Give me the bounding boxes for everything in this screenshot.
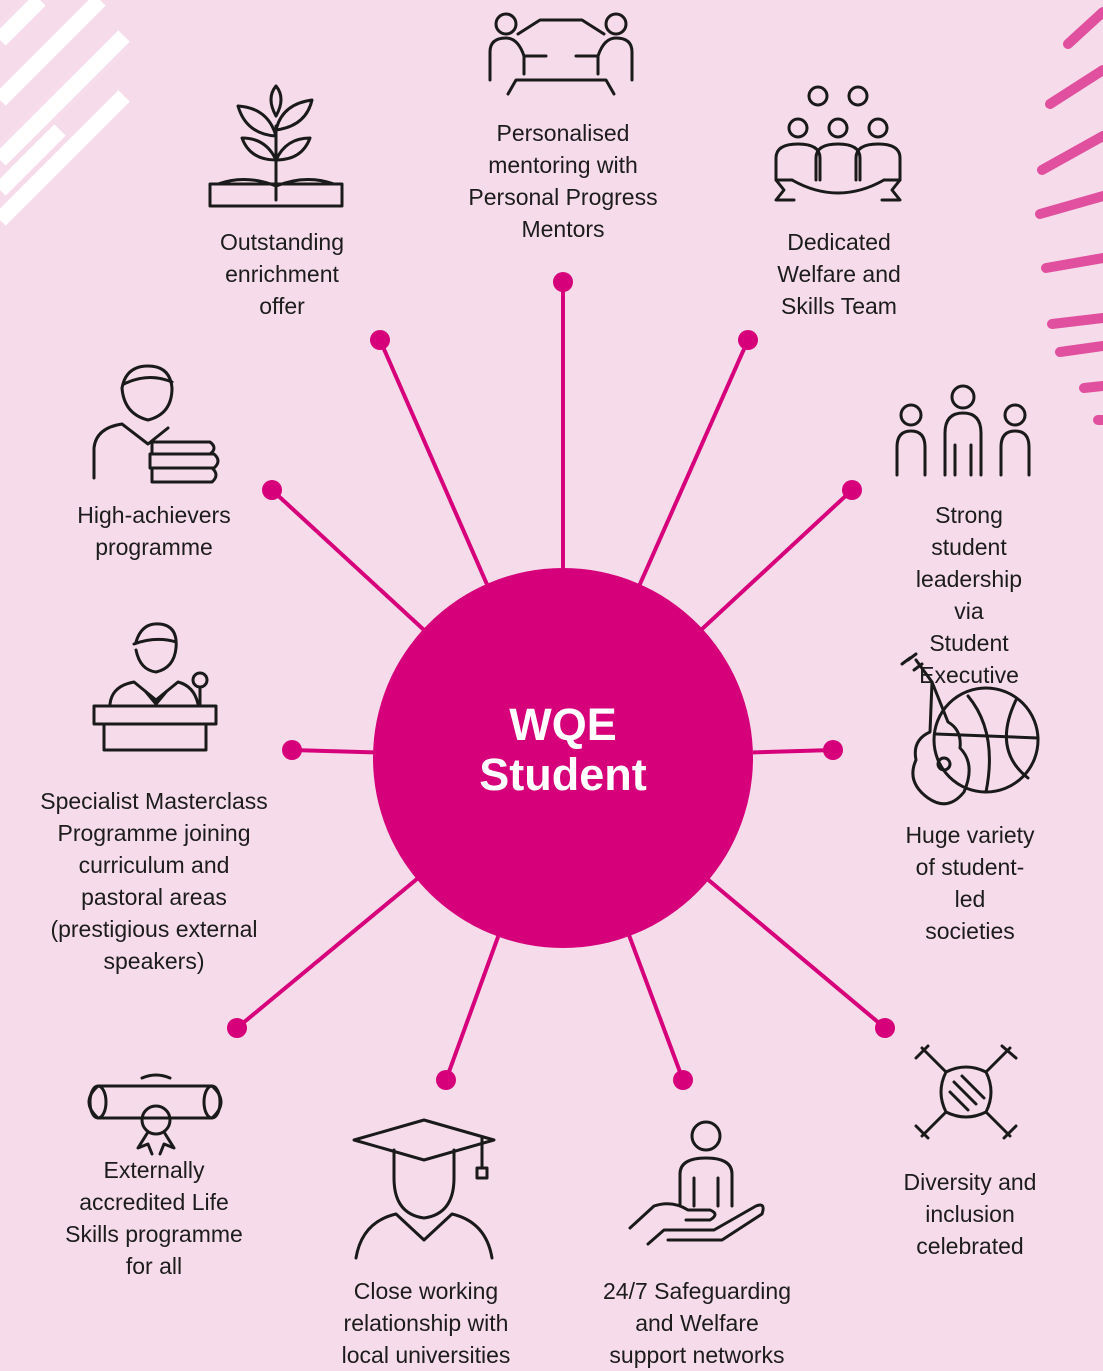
decorative-stroke — [1047, 313, 1103, 329]
spoke-end-dot — [553, 272, 573, 292]
label-welfare-team: Dedicated Welfare and Skills Team — [777, 229, 901, 319]
label-safeguarding: 24/7 Safeguarding and Welfare support ne… — [603, 1278, 791, 1368]
decorative-stripe — [0, 0, 106, 106]
label-masterclass: Specialist Masterclass Programme joining… — [40, 788, 268, 974]
spoke-end-dot — [436, 1070, 456, 1090]
decorative-stroke — [1037, 131, 1103, 175]
joined-hands-icon — [914, 1044, 1018, 1140]
mentoring-icon — [488, 12, 634, 96]
label-diversity: Diversity and inclusion celebrated — [903, 1169, 1037, 1259]
graduate-icon — [352, 1118, 496, 1260]
certificate-scroll-icon — [87, 1073, 223, 1156]
decorative-stroke — [1035, 191, 1103, 219]
spoke-end-dot — [262, 480, 282, 500]
decorative-stroke — [1055, 341, 1103, 357]
label-high-achievers: High-achievers programme — [77, 502, 231, 560]
speaker-podium-icon — [92, 622, 218, 752]
decorative-stripe — [0, 30, 130, 166]
spoke-end-dot — [227, 1018, 247, 1038]
label-societies: Huge variety of student-led societies — [905, 822, 1035, 944]
decorative-stroke — [1045, 65, 1103, 109]
spoke-end-dot — [738, 330, 758, 350]
decorative-stripe — [0, 124, 66, 196]
decorative-stroke — [1079, 381, 1103, 393]
decorative-stripe — [14, 90, 130, 206]
spoke-end-dot — [282, 740, 302, 760]
label-mentoring: Personalised mentoring with Personal Pro… — [468, 120, 658, 242]
spoke-end-dot — [842, 480, 862, 500]
label-enrichment: Outstanding enrichment offer — [219, 229, 345, 319]
label-leadership: Strong student leadership via Student Ex… — [915, 502, 1023, 688]
spoke-end-dot — [370, 330, 390, 350]
decorative-stripes-left — [0, 0, 130, 226]
spoke-end-dot — [823, 740, 843, 760]
helping-hand-icon — [628, 1120, 765, 1246]
decorative-stroke — [1041, 253, 1103, 273]
student-books-icon — [92, 364, 220, 484]
guitar-ball-icon — [900, 652, 1040, 806]
spoke-end-dot — [673, 1070, 693, 1090]
welfare-team-icon — [774, 85, 902, 202]
center-hub — [373, 568, 753, 948]
decorative-stroke — [1063, 7, 1103, 49]
label-life-skills: Externally accredited Life Skills progra… — [65, 1157, 243, 1279]
decorative-stripe — [0, 0, 46, 46]
spoke-end-dot — [875, 1018, 895, 1038]
label-universities: Close working relationship with local un… — [341, 1278, 511, 1368]
growing-book-icon — [208, 84, 344, 208]
decorative-stripes-right — [1035, 7, 1103, 425]
center-title: WQE Student — [479, 699, 647, 800]
leadership-icon — [895, 384, 1031, 477]
